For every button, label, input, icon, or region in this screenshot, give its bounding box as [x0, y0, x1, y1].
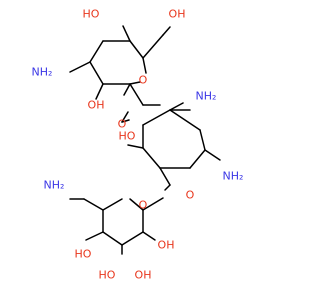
bond	[102, 198, 123, 211]
bond	[129, 81, 141, 85]
bond	[129, 40, 144, 59]
bond	[127, 144, 144, 149]
bond	[142, 231, 156, 241]
oh-label: HO	[119, 130, 136, 143]
bond	[89, 40, 104, 63]
bond	[121, 111, 129, 123]
bond	[69, 61, 91, 73]
oh-label: OH	[135, 269, 152, 282]
bond	[123, 83, 131, 96]
bond	[121, 231, 144, 246]
oh-label: HO	[83, 8, 100, 21]
ring-oxygen-label: O	[139, 74, 148, 87]
bond	[199, 129, 206, 151]
ring-oxygen-label: O	[139, 199, 148, 212]
oh-label: OH	[88, 99, 105, 112]
bond	[164, 184, 171, 191]
amine-label: NH₂	[44, 179, 65, 192]
bond-lines	[69, 25, 221, 255]
glycosidic-oxygen-label: O	[118, 118, 127, 131]
bond	[162, 26, 171, 36]
oh-label: OH	[169, 8, 186, 21]
bond	[142, 34, 164, 59]
bond	[142, 57, 147, 74]
amine-label: NH₂	[32, 66, 53, 79]
bond	[169, 102, 184, 111]
bond	[142, 197, 164, 211]
bond	[204, 149, 221, 161]
bond	[85, 231, 104, 241]
bond	[189, 149, 206, 169]
bond	[95, 83, 104, 100]
oh-label: HO	[75, 248, 92, 261]
bond	[83, 198, 104, 211]
bond	[159, 167, 171, 186]
bond	[169, 109, 201, 131]
oh-label: HO	[99, 269, 116, 282]
bond	[142, 147, 161, 169]
amine-label: NH₂	[196, 90, 217, 103]
bond	[142, 109, 171, 126]
bond	[121, 119, 130, 123]
bond	[129, 198, 144, 211]
oh-label: OH	[158, 239, 175, 252]
molecule-structure: HO OH NH₂ O OH O NH₂ HO NH₂ O NH₂ O HO O…	[32, 8, 244, 282]
atom-labels: HO OH NH₂ O OH O NH₂ HO NH₂ O NH₂ O HO O…	[32, 8, 244, 282]
bond	[102, 231, 123, 246]
bond	[129, 83, 144, 106]
bond	[122, 25, 131, 42]
bond	[89, 61, 104, 85]
amine-label: NH₂	[223, 170, 244, 183]
glycosidic-oxygen-label: O	[186, 189, 195, 202]
